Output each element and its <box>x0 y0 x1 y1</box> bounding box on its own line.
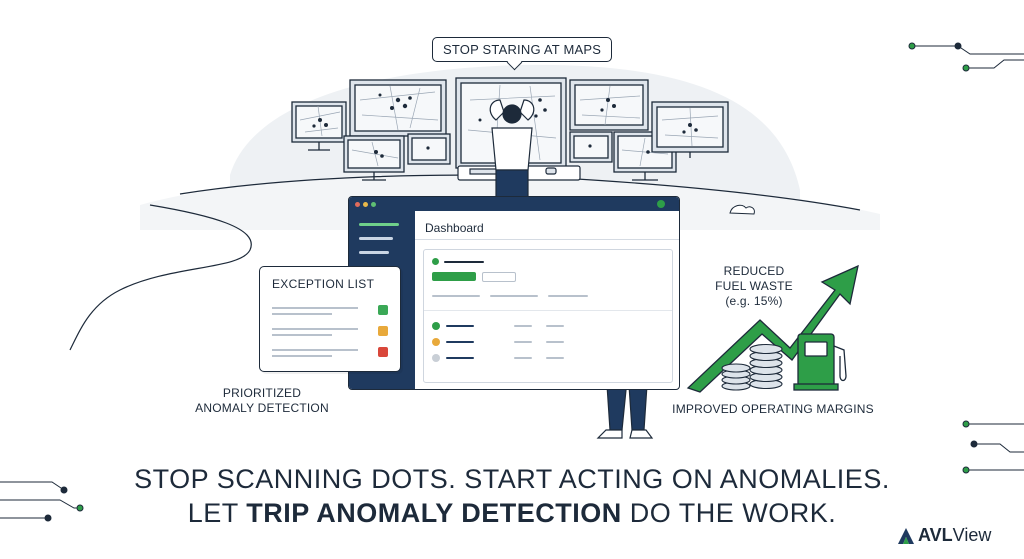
coins-icon <box>721 343 783 391</box>
row-cell <box>546 325 564 327</box>
left-caption-line1: PRIORITIZED <box>222 386 302 400</box>
dashboard-window: Dashboard <box>348 196 680 390</box>
map-icon <box>299 84 719 167</box>
brand-name-bold: AVL <box>918 525 953 545</box>
list-item[interactable] <box>272 313 332 315</box>
logo-icon <box>898 528 914 544</box>
row-cell <box>446 341 474 343</box>
sidebar-item-2[interactable] <box>359 237 393 240</box>
secondary-button[interactable] <box>482 272 516 282</box>
dashboard-card <box>423 249 673 383</box>
header-divider <box>415 239 679 240</box>
table-row[interactable] <box>432 354 440 362</box>
sidebar-item-1[interactable] <box>359 223 399 226</box>
list-item[interactable] <box>272 328 358 330</box>
map-dots <box>312 93 698 158</box>
right-caption: REDUCED FUEL WASTE (e.g. 15%) <box>704 264 804 309</box>
status-badge <box>378 347 388 357</box>
left-caption-line2: ANOMALY DETECTION <box>195 401 329 415</box>
person-icon <box>489 99 535 199</box>
speech-bubble: STOP STARING AT MAPS <box>432 37 613 62</box>
window-titlebar <box>349 197 679 211</box>
brand-name-rest: View <box>952 525 992 545</box>
row-cell <box>514 357 532 359</box>
status-dot <box>432 258 439 265</box>
right-caption-line1: REDUCED <box>723 264 785 278</box>
list-item[interactable] <box>272 349 358 351</box>
table-row[interactable] <box>432 338 440 346</box>
row-cell <box>446 357 474 359</box>
table-row[interactable] <box>432 322 440 330</box>
status-indicator <box>657 200 665 208</box>
circuit-icon <box>908 42 1024 72</box>
headline-line2: LET TRIP ANOMALY DETECTION DO THE WORK. <box>0 498 1024 529</box>
exception-list-title: EXCEPTION LIST <box>272 277 375 291</box>
bush <box>729 204 755 215</box>
winding-path <box>69 204 252 351</box>
window-minimize-dot <box>363 202 368 207</box>
arrow-up-icon <box>686 264 859 393</box>
table-header <box>432 295 480 297</box>
list-item[interactable] <box>272 334 332 336</box>
status-badge <box>378 305 388 315</box>
brand-name: AVLView <box>918 525 991 546</box>
window-maximize-dot <box>371 202 376 207</box>
monitor-icon <box>569 79 649 131</box>
circuit-icon <box>962 420 1024 474</box>
table-header <box>548 295 588 297</box>
right-bottom-caption: IMPROVED OPERATING MARGINS <box>672 402 874 416</box>
fuel-pump-icon <box>793 333 847 391</box>
primary-button[interactable] <box>432 272 476 281</box>
row-cell <box>514 325 532 327</box>
row-cell <box>546 357 564 359</box>
window-close-dot <box>355 202 360 207</box>
list-item[interactable] <box>272 307 358 309</box>
right-caption-line3: (e.g. 15%) <box>725 294 783 308</box>
card-line <box>444 261 484 263</box>
dashboard-title: Dashboard <box>425 221 484 235</box>
left-caption: PRIORITIZED ANOMALY DETECTION <box>180 386 344 416</box>
row-cell <box>446 325 474 327</box>
headline-line2-bold: TRIP ANOMALY DETECTION <box>246 498 622 528</box>
status-badge <box>378 326 388 336</box>
headline-line1: STOP SCANNING DOTS. START ACTING ON ANOM… <box>134 464 890 494</box>
circuit-icon <box>0 481 84 522</box>
monitor-icon <box>349 79 447 137</box>
row-cell <box>546 341 564 343</box>
list-item[interactable] <box>272 355 332 357</box>
sidebar-item-3[interactable] <box>359 251 389 254</box>
row-cell <box>514 341 532 343</box>
table-header <box>490 295 538 297</box>
table-divider <box>424 310 672 311</box>
right-caption-line2: FUEL WASTE <box>715 279 793 293</box>
headline-line2-post: DO THE WORK. <box>621 498 837 528</box>
headline-line2-pre: LET <box>187 498 247 528</box>
exception-list-card: EXCEPTION LIST <box>259 266 401 372</box>
